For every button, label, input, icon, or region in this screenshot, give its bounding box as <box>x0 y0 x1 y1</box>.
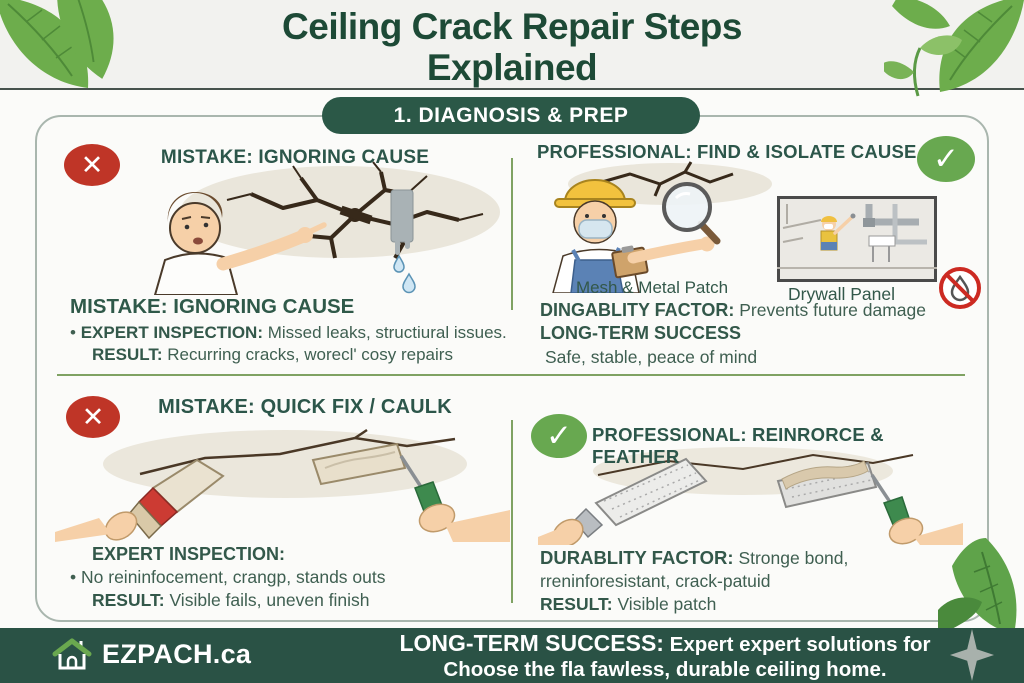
footer-tagline-text: Expert expert solutions for <box>663 633 931 656</box>
bottom-right-line1: DURABLITY FACTOR: Stronge bond, <box>540 546 980 570</box>
bottom-right-line3: RESULT: Visible patch <box>540 593 980 616</box>
bottom-right-line3-text: Visible patch <box>612 593 717 614</box>
footer-tagline: LONG-TERM SUCCESS: Expert expert solutio… <box>340 630 990 682</box>
bottom-left-text: EXPERT INSPECTION: • No reininfocement, … <box>70 543 530 612</box>
mesh-trowel-and-roller-illustration <box>538 447 963 545</box>
check-glyph: ✓ <box>933 141 959 176</box>
top-left-line2: RESULT: Recurring cracks, worecl' cosy r… <box>70 344 530 366</box>
vertical-divider-top <box>511 158 513 310</box>
top-right-line1-label: DINGABLITY FACTOR: <box>540 300 735 320</box>
pipe-repair-inset-image <box>777 196 937 282</box>
top-left-line2-text: Recurring cracks, worecl' cosy repairs <box>162 344 453 364</box>
top-left-subheading: MISTAKE: IGNORING CAUSE <box>70 295 355 318</box>
top-right-heading: PROFESSIONAL: FIND & ISOLATE CAUSE <box>537 141 917 162</box>
page-title-line1: Ceiling Crack Repair Steps <box>282 6 742 47</box>
top-left-line1: • EXPERT INSPECTION: Missed leaks, struc… <box>70 322 530 344</box>
page-title-line2: Explained <box>426 46 598 88</box>
x-icon: ✕ <box>64 144 120 186</box>
top-right-line2: LONG-TERM SUCCESS <box>540 323 742 344</box>
bottom-right-line3-label: RESULT: <box>540 593 613 614</box>
x-glyph-bottom: ✕ <box>81 401 105 432</box>
top-right-text: DINGABLITY FACTOR: Prevents future damag… <box>540 299 980 369</box>
top-left-line2-label: RESULT: <box>92 344 163 364</box>
bottom-right-line2: rreninforesistant, crack-patuid <box>540 571 771 592</box>
man-pointing-at-crack-illustration <box>153 161 500 295</box>
top-left-line1-text: Missed leaks, structiural issues. <box>263 322 507 342</box>
footer-bar <box>0 628 1024 683</box>
header-band <box>0 0 1024 90</box>
caption-mesh-metal-patch: Mesh & Metal Patch <box>575 278 729 297</box>
inspector-with-magnifier-illustration <box>552 161 772 293</box>
brush-and-roller-illustration <box>55 428 510 542</box>
footer-tagline-label: LONG-TERM SUCCESS: <box>399 630 664 656</box>
top-left-line1-label: EXPERT INSPECTION: <box>80 322 263 342</box>
top-left-heading: MISTAKE: IGNORING CAUSE <box>160 147 430 168</box>
bottom-left-line2-label: RESULT: <box>92 590 165 611</box>
house-icon <box>52 638 92 670</box>
check-icon: ✓ <box>917 136 975 182</box>
bottom-right-line1-label: DURABLITY FACTOR: <box>540 547 734 568</box>
bullet: • <box>70 322 76 342</box>
bottom-left-line1: • No reininfocement, crangp, stands outs <box>70 566 530 589</box>
horizontal-divider <box>57 374 965 376</box>
section-banner: 1. DIAGNOSIS & PREP <box>322 97 700 134</box>
bottom-left-subheading: EXPERT INSPECTION: <box>92 544 286 564</box>
x-icon-bottom: ✕ <box>66 396 120 438</box>
page-title: Ceiling Crack Repair Steps Explained <box>0 6 1024 88</box>
top-right-line3: Safe, stable, peace of mind <box>545 346 758 367</box>
leaves-top-left-icon <box>0 0 114 88</box>
bottom-left-line2-text: Visible fails, uneven finish <box>164 590 370 611</box>
top-right-line1-text: Prevents future damage <box>734 300 926 320</box>
top-left-text: MISTAKE: IGNORING CAUSE • EXPERT INSPECT… <box>70 294 530 366</box>
leaf-bottom-right-icon <box>938 538 1017 636</box>
footer-brand-text: EZPACH.ca <box>102 638 252 669</box>
check-glyph-bottom: ✓ <box>546 418 572 453</box>
no-water-icon <box>939 267 981 309</box>
leaves-top-right-icon <box>884 0 1024 97</box>
bullet: • <box>70 567 77 588</box>
caption-drywall-panel: Drywall Panel <box>788 284 895 304</box>
top-right-line1: DINGABLITY FACTOR: Prevents future damag… <box>540 299 980 322</box>
bottom-left-line1-text: No reininfocement, crangp, stands outs <box>81 567 386 588</box>
bottom-right-text: DURABLITY FACTOR: Stronge bond, rreninfo… <box>540 546 980 616</box>
footer-tagline-line2: Choose the fla fawless, durable ceiling … <box>443 657 887 681</box>
bottom-left-heading: MISTAKE: QUICK FIX / CAULK <box>158 396 452 418</box>
footer-brand: EZPACH.ca <box>52 637 251 671</box>
bottom-right-line1-text: Stronge bond, <box>733 548 849 568</box>
bottom-right-heading: PROFESSIONAL: REINRORCE & FEATHER <box>592 424 884 467</box>
vertical-divider-bottom <box>511 420 513 603</box>
x-glyph: ✕ <box>80 149 104 180</box>
footer-tagline-line1: LONG-TERM SUCCESS: Expert expert solutio… <box>340 630 990 658</box>
bottom-left-line2: RESULT: Visible fails, uneven finish <box>70 589 530 612</box>
check-icon-bottom: ✓ <box>531 414 587 458</box>
